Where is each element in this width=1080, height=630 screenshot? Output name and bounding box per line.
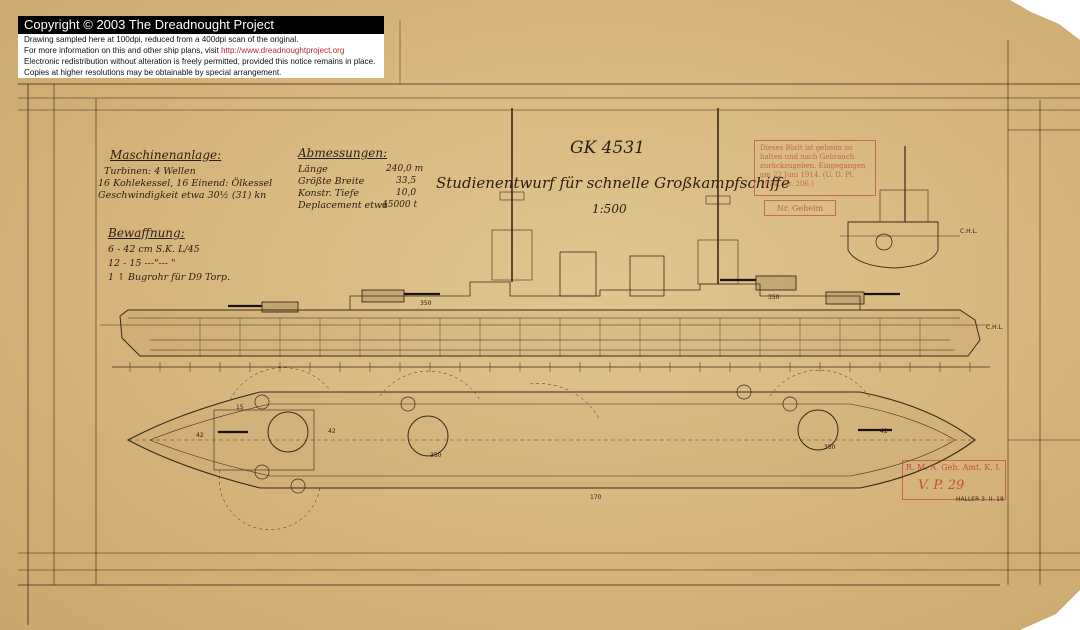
machinery-turbines: Turbinen: 4 Wellen — [104, 166, 196, 177]
arc-of-fire — [379, 370, 481, 401]
aft-top — [705, 195, 731, 205]
frame-scale — [129, 362, 971, 372]
turret-b-profile — [261, 301, 299, 313]
machinery-heading: Maschinenanlage: — [110, 148, 222, 162]
secondary-gun — [254, 464, 270, 480]
dimension-number: 350 — [420, 300, 432, 307]
notice-line-redistribution: Electronic redistribution without altera… — [24, 57, 376, 66]
registry-stamp: Dieses Blatt ist geheim zu halten und na… — [754, 140, 876, 196]
dimension-number: C.H.L. — [960, 228, 978, 235]
drawing-title: Studienentwurf für schnelle Großkampfsch… — [436, 174, 790, 192]
midship-section — [847, 221, 939, 269]
machinery-speed: Geschwindigkeit etwa 30½ (31) kn — [98, 190, 267, 201]
dimension-number: 42 — [328, 428, 336, 435]
machinery-boilers: 16 Kohlekessel, 16 Einend: Ölkessel — [98, 178, 273, 189]
dimension-length-value: 240,0 m — [386, 164, 424, 174]
turret-x-profile — [755, 275, 797, 291]
dimension-number: 350 — [768, 294, 780, 301]
notice-line-info: For more information on this and other s… — [18, 45, 384, 56]
arc-of-fire — [529, 383, 601, 421]
turret-b-plan — [407, 415, 449, 457]
turret-y-profile — [825, 291, 865, 305]
secret-stamp: Nr. Geheim — [764, 200, 836, 216]
turret-x-plan — [797, 409, 839, 451]
stern-detail — [213, 409, 315, 471]
dimension-depth-value: 10,0 — [396, 188, 417, 198]
arc-of-fire — [229, 367, 331, 401]
bulkheads — [199, 318, 921, 356]
forward-top — [499, 191, 525, 201]
aft-bridge — [697, 239, 739, 285]
aft-funnel — [629, 255, 665, 297]
midship-turret — [875, 233, 893, 251]
notice-line-sampling: Drawing sampled here at 100dpi, reduced … — [24, 35, 299, 44]
drawing-number: GK 4531 — [570, 138, 645, 158]
armament-torpedo: 1 ↑ Bugrohr für D9 Torp. — [108, 272, 231, 283]
dimension-number: 42 — [196, 432, 204, 439]
notice-line-copies: Copies at higher resolutions may be obta… — [24, 68, 282, 77]
notice-title: Copyright © 2003 The Dreadnought Project — [18, 16, 384, 34]
dimension-number: 350 — [430, 452, 442, 459]
notice-info-text: For more information on this and other s… — [24, 46, 222, 55]
dimension-number: 170 — [590, 494, 602, 501]
dimension-depth-label: Konstr. Tiefe — [298, 188, 360, 199]
midship-upper — [879, 189, 929, 223]
turret-a-profile — [361, 289, 405, 303]
copyright-notice: Copyright © 2003 The Dreadnought Project… — [18, 16, 384, 78]
dimension-number: 350 — [824, 444, 836, 451]
dimension-displacement-value: 45000 t — [382, 200, 418, 210]
dimension-number: 15 — [236, 404, 244, 411]
dimension-length-label: Länge — [298, 164, 328, 175]
secondary-gun — [736, 384, 752, 400]
turret-a-plan — [267, 411, 309, 453]
armament-secondary: 12 - 15 ---"--- " — [108, 258, 176, 269]
armament-main: 6 - 42 cm S.K. L/45 — [108, 244, 200, 255]
secondary-gun — [290, 478, 306, 494]
notice-url-link[interactable]: http://www.dreadnoughtproject.org — [221, 46, 345, 55]
dimension-number: C.H.L. — [986, 324, 1004, 331]
dimension-number: 42 — [880, 428, 888, 435]
arc-of-fire — [219, 469, 321, 531]
secondary-gun — [254, 394, 270, 410]
office-stamp-box — [902, 460, 1006, 500]
office-stamp-line1: R. M. A. Geh. Amt. K. I. — [906, 463, 1002, 472]
secondary-gun — [400, 396, 416, 412]
forward-bridge — [491, 229, 533, 281]
secondary-gun — [782, 396, 798, 412]
dimension-beam-value: 33,5 — [396, 176, 417, 186]
drawing-scale: 1:500 — [592, 202, 627, 216]
superstructure — [349, 281, 861, 310]
hull-profile — [119, 309, 981, 357]
dimensions-heading: Abmessungen: — [298, 146, 388, 160]
arc-of-fire — [769, 369, 871, 399]
signature: HALLER 3. II. 18 — [956, 496, 1004, 503]
office-stamp-line2: V. P. 29 — [918, 478, 965, 493]
forward-funnel — [559, 251, 597, 297]
armament-heading: Bewaffnung: — [108, 226, 185, 240]
dimension-displacement-label: Deplacement etwa — [298, 200, 388, 211]
dimension-beam-label: Größte Breite — [298, 176, 365, 187]
